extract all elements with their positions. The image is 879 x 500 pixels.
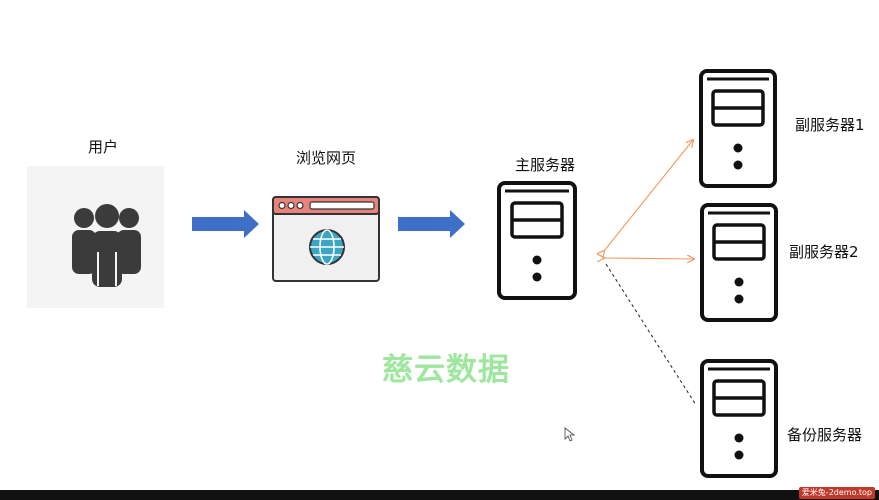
sub-server-1-label: 副服务器1 bbox=[795, 116, 865, 134]
backup-server-label: 备份服务器 bbox=[787, 426, 863, 444]
watermark: 慈云数据 bbox=[382, 352, 510, 388]
bottom-bar bbox=[0, 490, 879, 500]
link-main-to-backup bbox=[605, 263, 697, 406]
user-label: 用户 bbox=[88, 138, 119, 156]
sub-server-2-icon bbox=[700, 203, 778, 322]
mouse-cursor-icon bbox=[564, 427, 576, 442]
arrow-user-to-browser bbox=[192, 210, 259, 238]
corner-badge: 爱米兔-2demo.top bbox=[798, 487, 875, 499]
main-server-label: 主服务器 bbox=[515, 156, 576, 174]
backup-server-icon bbox=[700, 359, 778, 478]
sub-server-1-icon bbox=[699, 69, 777, 188]
sub-server-2-label: 副服务器2 bbox=[789, 243, 859, 261]
users-icon bbox=[27, 166, 164, 308]
arrow-browser-to-server bbox=[398, 210, 465, 238]
globe-icon bbox=[309, 229, 345, 265]
link-main-to-sub2 bbox=[604, 258, 694, 259]
main-server-icon bbox=[497, 181, 577, 300]
browser-label: 浏览网页 bbox=[296, 149, 357, 167]
link-main-to-sub1 bbox=[604, 140, 693, 251]
